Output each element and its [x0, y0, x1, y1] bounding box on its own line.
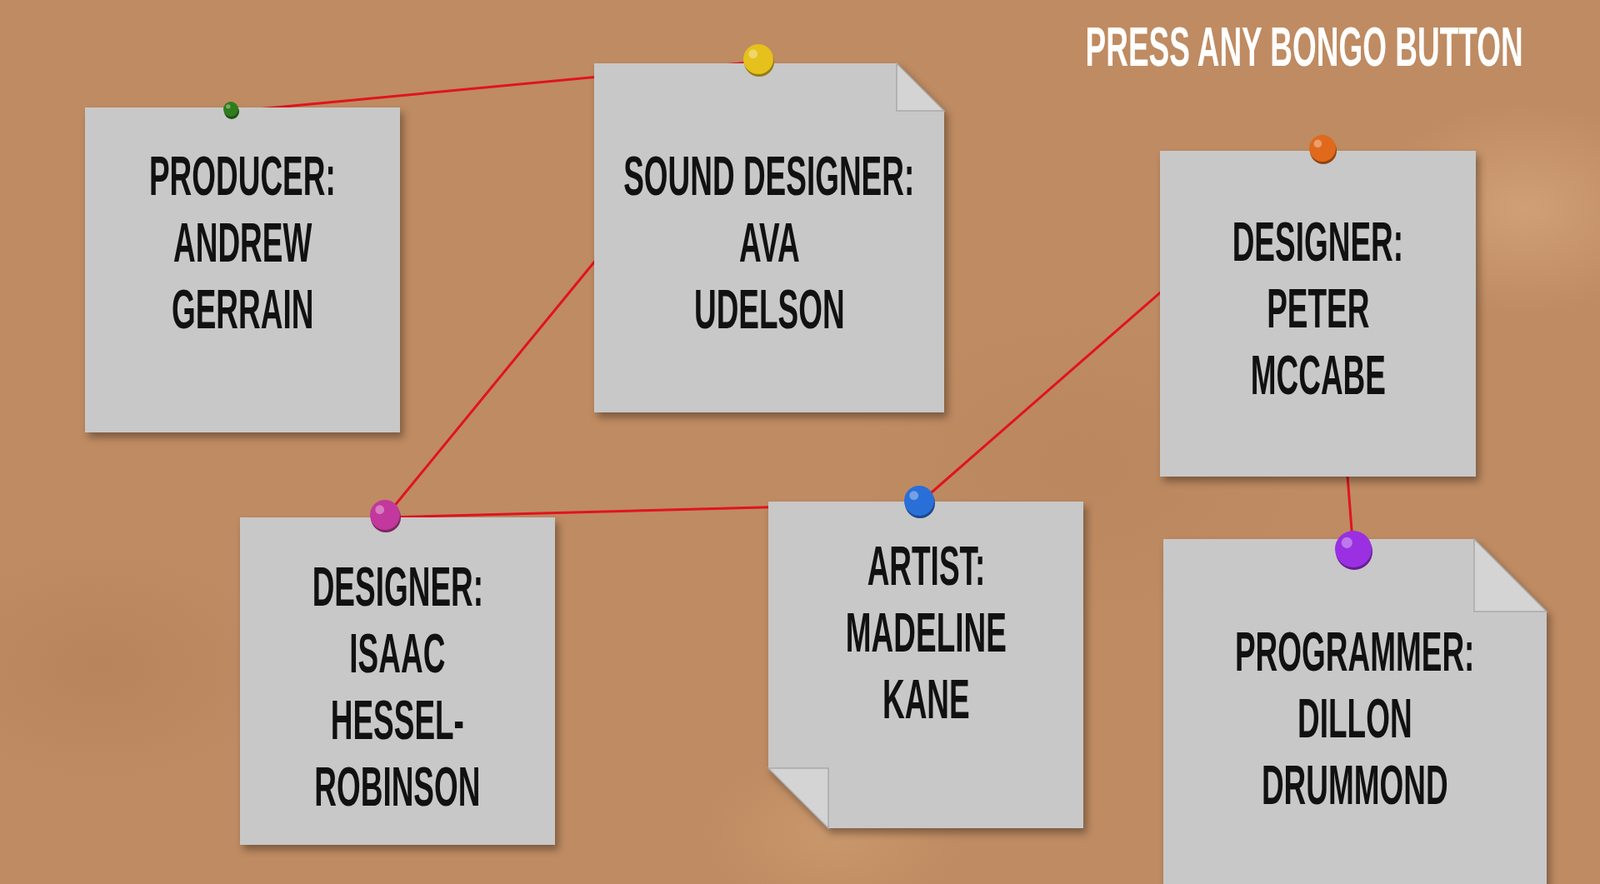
push-pin — [1309, 135, 1337, 165]
pin-shine — [1341, 537, 1353, 549]
role-heading: ARTIST: — [866, 532, 985, 600]
person-name: DILLON DRUMMOND — [1261, 685, 1449, 819]
push-pin — [1335, 530, 1373, 570]
note-text-area: PROGRAMMER:DILLON DRUMMOND — [1163, 539, 1547, 819]
credit-note: PROGRAMMER:DILLON DRUMMOND — [1163, 539, 1547, 884]
person-name: AVA UDELSON — [694, 209, 845, 343]
person-name: MADELINE KANE — [845, 599, 1006, 733]
pin-shadow — [1310, 137, 1337, 165]
push-pin — [370, 500, 401, 533]
note-text-area: DESIGNER:ISAAC HESSEL- ROBINSON — [240, 517, 555, 820]
role-heading: PROGRAMMER: — [1235, 618, 1475, 685]
person-name: ANDREW GERRAIN — [171, 209, 314, 343]
fold-triangle — [768, 768, 829, 829]
push-pin — [904, 485, 935, 519]
push-pin — [223, 101, 240, 120]
pin-shine — [748, 49, 758, 59]
person-name: PETER MCCABE — [1250, 275, 1385, 409]
note-text-area: ARTIST:MADELINE KANE — [768, 501, 1084, 733]
pin-shadow — [905, 488, 935, 519]
dog-ear — [1474, 539, 1547, 612]
fold-triangle — [896, 63, 945, 111]
note-text-area: SOUND DESIGNER:AVA UDELSON — [594, 63, 945, 343]
pin-head — [904, 485, 935, 516]
dog-ear — [768, 768, 829, 829]
credit-note: ARTIST:MADELINE KANE — [768, 501, 1084, 829]
fold-triangle — [1474, 539, 1547, 612]
note-text-area: PRODUCER:ANDREW GERRAIN — [85, 107, 400, 343]
pin-head — [743, 44, 774, 75]
dog-ear — [896, 63, 945, 111]
pin-head — [1335, 530, 1372, 568]
pin-head — [223, 101, 239, 117]
pin-shadow — [224, 104, 240, 120]
credit-note: DESIGNER:ISAAC HESSEL- ROBINSON — [240, 517, 555, 845]
pin-shadow — [744, 46, 775, 77]
pin-shine — [909, 490, 919, 500]
pin-shine — [1314, 140, 1323, 149]
pin-head — [1309, 135, 1336, 162]
prompt-label: PRESS ANY BONGO BUTTON — [1085, 13, 1524, 80]
pin-head — [370, 500, 400, 530]
push-pin — [743, 44, 775, 77]
pin-shine — [225, 104, 230, 109]
pin-shadow — [370, 502, 401, 533]
role-heading: PRODUCER: — [149, 142, 336, 210]
pin-shine — [375, 505, 385, 515]
pin-shadow — [1335, 533, 1373, 570]
note-text-area: DESIGNER:PETER MCCABE — [1160, 150, 1476, 409]
role-heading: DESIGNER: — [311, 553, 483, 620]
role-heading: DESIGNER: — [1232, 208, 1404, 275]
role-heading: SOUND DESIGNER: — [623, 142, 915, 210]
person-name: ISAAC HESSEL- ROBINSON — [314, 620, 480, 820]
credit-note: SOUND DESIGNER:AVA UDELSON — [594, 63, 945, 413]
credit-note: DESIGNER:PETER MCCABE — [1160, 150, 1476, 477]
credit-note: PRODUCER:ANDREW GERRAIN — [85, 107, 400, 433]
